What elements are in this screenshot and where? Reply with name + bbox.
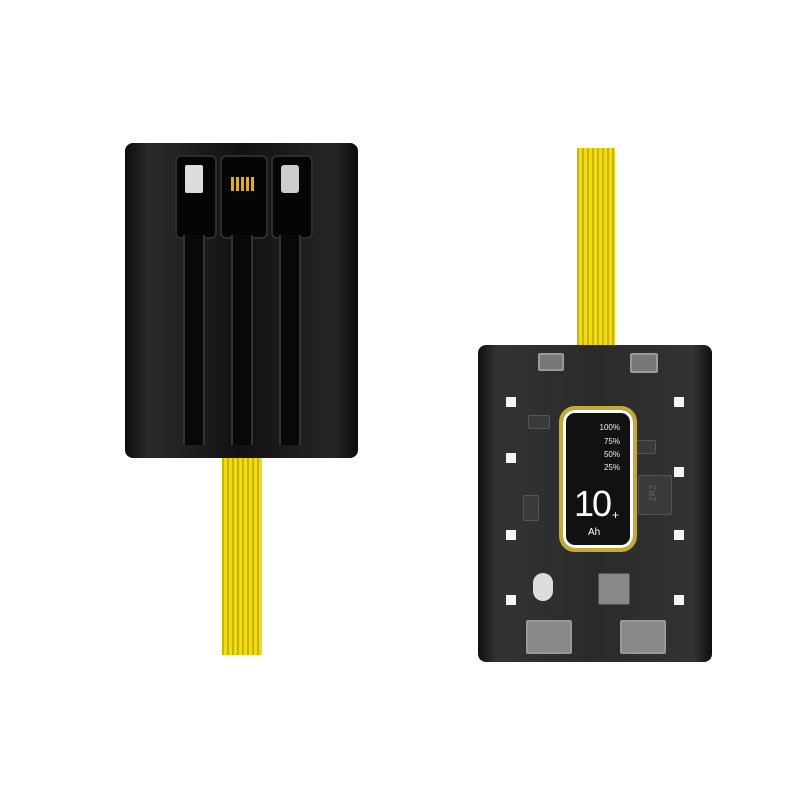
inductor: 2R2 [638,475,672,515]
usbc-port [630,353,658,373]
lightning-plug-icon [185,165,203,193]
led [506,530,516,540]
level-100: 100% [599,423,620,432]
usbc-connector-slot [271,155,313,239]
smd-component [523,495,539,521]
led [674,397,684,407]
inductor-label: 2R2 [647,484,658,502]
led [506,595,516,605]
lightning-connector-slot [175,155,217,239]
cable-track [279,235,301,445]
power-bank-front [125,143,358,458]
led [674,595,684,605]
cable-track [183,235,205,445]
smd-component [528,415,550,429]
usbc-plug-icon [281,165,299,193]
led [674,530,684,540]
led [506,453,516,463]
capacity-plus: + [612,508,620,522]
flat-cable-top [577,148,615,348]
usb-contacts-icon [231,177,255,191]
usb-a-port [620,620,666,654]
usb-a-port [526,620,572,654]
battery-display: 100% 75% 50% 25% 10 + Ah [559,406,637,552]
controller-chip [598,573,630,605]
flat-cable-bottom [222,455,262,655]
capacitor [533,573,553,601]
cable-track [231,235,253,445]
level-25: 25% [603,463,620,472]
led [506,397,516,407]
micro-usb-port [538,353,564,371]
level-75: 75% [603,437,620,446]
power-bank-transparent: 2R2 [478,345,712,662]
led [674,467,684,477]
capacity-value: 10 [574,483,612,524]
usb-connector-slot [220,155,268,239]
capacity-unit: Ah [588,527,601,538]
level-50: 50% [603,450,620,459]
